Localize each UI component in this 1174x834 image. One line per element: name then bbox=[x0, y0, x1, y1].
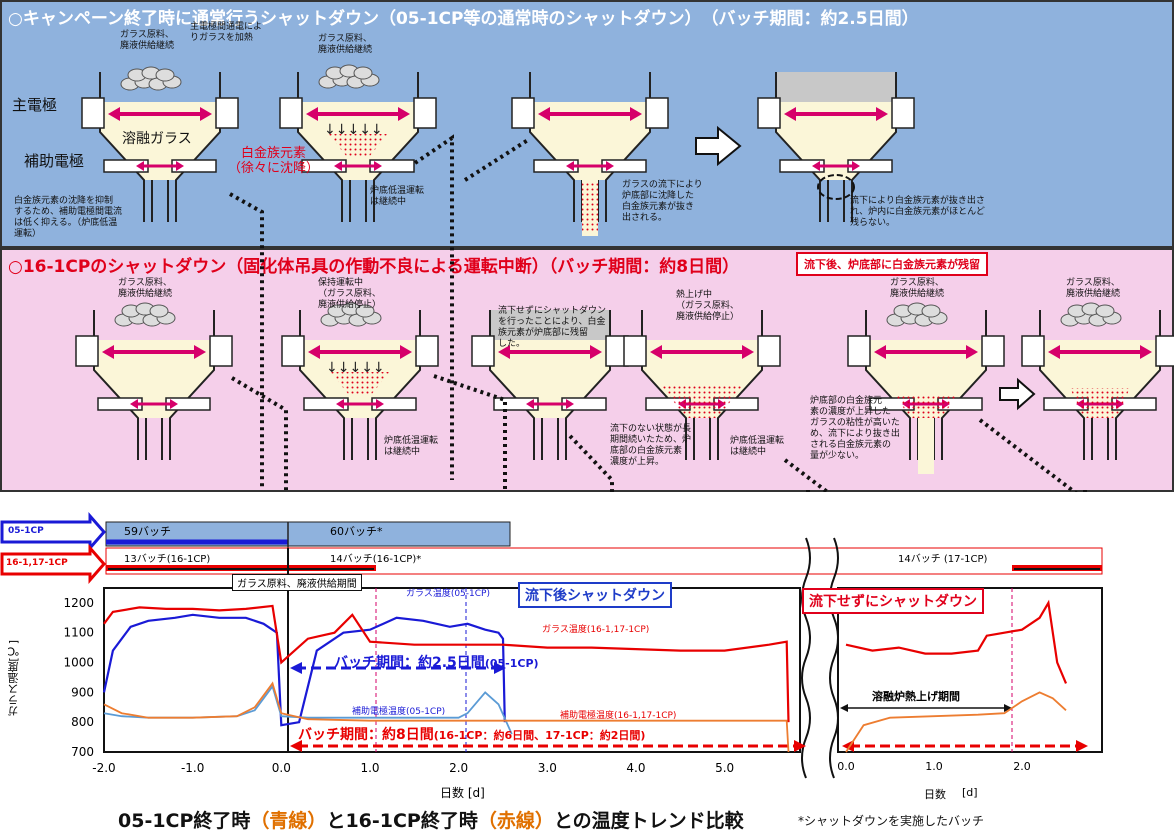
x-tick-label: 4.0 bbox=[626, 761, 645, 775]
x-tick-label-right: 0.0 bbox=[837, 760, 855, 773]
x-tick-label: 1.0 bbox=[360, 761, 379, 775]
after-flow-callout: 流下後シャットダウン bbox=[518, 582, 672, 608]
viscosity-label: 炉底部の白金族元 素の濃度が上昇した ガラスの粘性が高いた め、流下により抜き出… bbox=[810, 396, 900, 461]
x-tick-label: -2.0 bbox=[92, 761, 115, 775]
footnote: *シャットダウンを実施したバッチ bbox=[798, 814, 985, 828]
aux-temp-05-label: 補助電極温度(05-1CP) bbox=[352, 707, 446, 717]
no-flow-callout: 流下せずにシャットダウン bbox=[802, 588, 984, 614]
bottom-low-temp-label-3: 炉底低温運転 は継続中 bbox=[730, 436, 785, 457]
furnace-10 bbox=[1020, 302, 1174, 462]
x-axis-label-right-a: 日数 bbox=[924, 788, 946, 801]
svg-text:↓↓↓↓↓: ↓↓↓↓↓ bbox=[324, 122, 383, 138]
furnace-5 bbox=[74, 302, 234, 462]
aux-temp-16-label: 補助電極温度(16-1,17-1CP) bbox=[560, 711, 677, 721]
final-note-label: 流下により白金族元素が抜き出さ れ、炉内に白金族元素がほとんど 残らない。 bbox=[850, 196, 985, 228]
batch-14a-label: 14バッチ(16-1CP)* bbox=[330, 554, 422, 565]
residual-callout: 流下後、炉底部に白金族元素が残留 bbox=[796, 252, 988, 276]
x-tick-label-right: 2.0 bbox=[1013, 760, 1031, 773]
furnace-2: ↓↓↓↓↓ bbox=[278, 64, 438, 224]
x-tick-label: 3.0 bbox=[538, 761, 557, 775]
glass-feed-label-1: ガラス原料、 廃液供給継続 bbox=[120, 30, 175, 51]
y-axis-label: ガラス温度[℃] bbox=[7, 640, 20, 717]
flow-down-label: ガラスの流下により 炉底部に沈降した 白金族元素が抜き 出される。 bbox=[622, 180, 703, 223]
right-arrow-icon-2 bbox=[999, 377, 1036, 411]
batch-14b-label: 14バッチ (17-1CP) bbox=[898, 554, 988, 565]
x-tick-label: 5.0 bbox=[715, 761, 734, 775]
heatup-period-label: 溶融炉熱上げ期間 bbox=[872, 690, 960, 703]
pge-label: 白金族元素 （徐々に沈降） bbox=[228, 146, 320, 176]
hold-label: 保持運転中 （ガラス原料、 廃液供給停止） bbox=[318, 278, 382, 310]
glass-feed-label-5: ガラス原料、 廃液供給継続 bbox=[1066, 278, 1121, 299]
x-axis-label-left: 日数 [d] bbox=[440, 786, 485, 800]
x-tick-label: -1.0 bbox=[181, 761, 204, 775]
series-line-4 bbox=[845, 599, 1068, 684]
furnace-6: ↓↓↓↓↓ bbox=[280, 302, 440, 462]
row-arrow-05 bbox=[0, 512, 106, 552]
aux-electrode-label: 補助電極 bbox=[24, 152, 85, 170]
feed-period-label: ガラス原料、廃液供給期間 bbox=[232, 574, 362, 591]
y-tick-label: 1100 bbox=[63, 626, 94, 640]
y-tick-label: 700 bbox=[71, 745, 94, 759]
svg-text:↓↓↓↓↓: ↓↓↓↓↓ bbox=[326, 360, 385, 376]
glass-feed-label-2: ガラス原料、 廃液供給継続 bbox=[318, 34, 373, 55]
series-line-1 bbox=[103, 604, 790, 723]
furnace-diagrams: ↓↓↓↓↓ ↓↓↓↓↓ bbox=[74, 64, 1174, 492]
long-period-label: 流下のない状態が長 期間続いたため、炉 底部の白金族元素 濃度が上昇。 bbox=[610, 424, 692, 467]
no-flow-label: 流下せずにシャットダウン を行ったことにより、白金 族元素が炉底部に残留 した。 bbox=[498, 306, 607, 349]
series-line-0 bbox=[102, 613, 506, 727]
y-tick-label: 1000 bbox=[63, 656, 94, 670]
row-label-16: 16-1,17-1CP bbox=[6, 558, 68, 568]
batch-8-label: バッチ期間：約8日間(16-1CP：約6日間、17-1CP：約2日間) bbox=[298, 727, 646, 743]
panel2-title: ○16-1CPのシャットダウン（固化体吊具の作動不良による運転中断）（バッチ期間… bbox=[8, 257, 740, 277]
batch-25-label: バッチ期間：約2.5日間(05-1CP) bbox=[334, 655, 539, 671]
panel1-title: ○キャンペーン終了時に通常行うシャットダウン（05-1CP等の通常時のシャットダ… bbox=[8, 9, 919, 29]
batch-13-label: 13バッチ(16-1CP) bbox=[124, 554, 211, 565]
x-tick-label: 2.0 bbox=[449, 761, 468, 775]
series-line-5 bbox=[845, 691, 1067, 753]
glass-temp-05-label: ガラス温度(05-1CP) bbox=[406, 589, 490, 599]
y-tick-label: 800 bbox=[71, 715, 94, 729]
heatup-label: 熱上げ中 （ガラス原料、 廃液供給停止） bbox=[676, 290, 740, 322]
figure-caption: 05-1CP終了時（青線）と16-1CP終了時（赤線）との温度トレンド比較 bbox=[118, 810, 744, 832]
x-axis-label-right-b: [d] bbox=[962, 786, 978, 799]
y-tick-label: 1200 bbox=[63, 596, 94, 610]
furnace-4 bbox=[756, 70, 916, 224]
furnace-9 bbox=[846, 302, 1006, 474]
glass-feed-label-4: ガラス原料、 廃液供給継続 bbox=[890, 278, 945, 299]
glass-temp-16-label: ガラス温度(16-1,17-1CP) bbox=[542, 625, 650, 635]
y-tick-label: 900 bbox=[71, 685, 94, 699]
batch-59-label: 59バッチ bbox=[124, 525, 171, 538]
glass-feed-label-3: ガラス原料、 廃液供給継続 bbox=[118, 278, 173, 299]
row-arrow-16 bbox=[0, 544, 106, 584]
x-tick-label: 0.0 bbox=[272, 761, 291, 775]
temperature-trend-chart: 700 800 900 1000 1100 1200 -2.0 -1.0 0.0 1.0 2.0 3.… bbox=[0, 512, 1103, 779]
series-line-3 bbox=[103, 681, 790, 753]
furnace-8 bbox=[622, 308, 782, 462]
row-label-05: 05-1CP bbox=[8, 526, 44, 536]
aux-note-label: 白金族元素の沈降を抑制 するため、補助電極間電流 は低く抑える。（炉底低温 運転… bbox=[14, 196, 123, 239]
furnace-7 bbox=[470, 308, 630, 462]
main-electrode-label: 主電極 bbox=[12, 96, 58, 114]
bottom-low-temp-label: 炉底低温運転 は継続中 bbox=[370, 186, 425, 207]
right-arrow-icon bbox=[695, 125, 742, 167]
x-tick-label-right: 1.0 bbox=[925, 760, 943, 773]
furnace-3 bbox=[510, 70, 670, 236]
main-heating-label: 主電極間通電によ りガラスを加熱 bbox=[190, 22, 263, 43]
bottom-low-temp-label-2: 炉底低温運転 は継続中 bbox=[384, 436, 439, 457]
batch-60-label: 60バッチ* bbox=[330, 525, 383, 538]
molten-glass-label: 溶融ガラス bbox=[122, 131, 192, 147]
